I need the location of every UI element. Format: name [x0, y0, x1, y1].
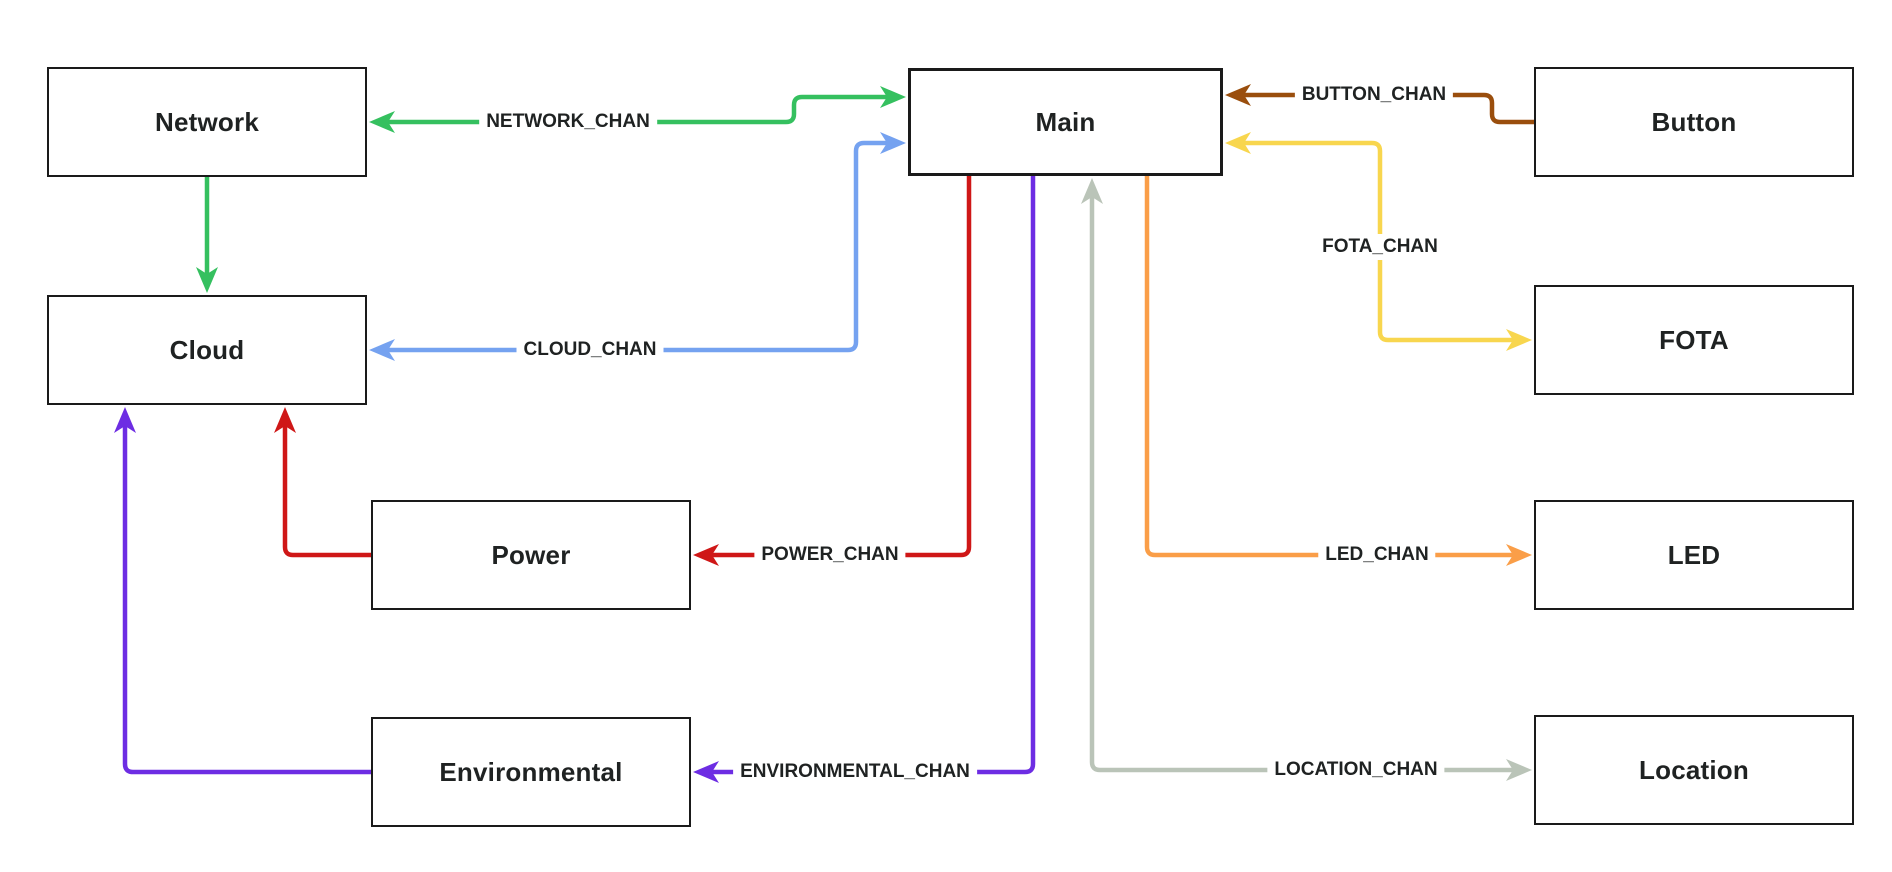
edge-power-chan-line [709, 176, 972, 558]
edge-network-to-cloud [196, 177, 218, 293]
edge-power-to-cloud [274, 407, 371, 558]
arrowhead-into-cloud-from-environmental [114, 407, 136, 433]
node-network-label: Network [155, 106, 259, 137]
node-cloud-label: Cloud [169, 334, 245, 365]
arrowhead-into-main-from-fota [1225, 132, 1251, 154]
node-led-label: LED [1667, 539, 1721, 570]
node-led: LED [1534, 500, 1854, 610]
edge-button-chan-line [1241, 92, 1534, 125]
edge-network-chan [369, 86, 906, 133]
edge-led-chan-line [1144, 176, 1516, 558]
node-location-label: Location [1639, 754, 1749, 785]
edge-label-network-chan: NETWORK_CHAN [479, 109, 657, 135]
edge-environmental-to-cloud [114, 407, 371, 775]
edge-label-power-chan: POWER_CHAN [754, 542, 906, 568]
edge-environmental-to-cloud-line [122, 423, 371, 775]
node-power-label: Power [491, 539, 571, 570]
arrowhead-into-location [1506, 759, 1532, 781]
node-location: Location [1534, 715, 1854, 825]
arrowhead-into-environmental [693, 761, 719, 783]
node-network: Network [47, 67, 367, 177]
edge-cloud-chan [369, 132, 906, 361]
arrowhead-into-fota [1506, 329, 1532, 351]
edge-label-location-chan: LOCATION_CHAN [1267, 757, 1445, 783]
edge-power-to-cloud-line [282, 423, 371, 558]
edge-button-chan [1225, 84, 1534, 125]
node-main-label: Main [1035, 106, 1096, 137]
edge-label-button-chan: BUTTON_CHAN [1294, 82, 1454, 108]
edge-label-environmental-chan: ENVIRONMENTAL_CHAN [733, 759, 977, 785]
arrowhead-into-cloud-from-main [369, 339, 395, 361]
edge-label-cloud-chan: CLOUD_CHAN [516, 337, 664, 363]
node-main: Main [908, 68, 1223, 176]
arrowhead-into-network [369, 111, 395, 133]
edge-location-chan [1081, 178, 1532, 781]
node-fota: FOTA [1534, 285, 1854, 395]
node-cloud: Cloud [47, 295, 367, 405]
node-environmental: Environmental [371, 717, 691, 827]
edge-environmental-chan [693, 176, 1036, 783]
edge-label-fota-chan: FOTA_CHAN [1315, 234, 1445, 260]
arrowhead-into-main-from-location [1081, 178, 1103, 204]
edge-power-chan [693, 176, 972, 566]
arrowhead-into-main-from-network [880, 86, 906, 108]
edge-cloud-chan-line [385, 140, 890, 353]
node-button-label: Button [1651, 106, 1737, 137]
edge-environmental-chan-line [709, 176, 1036, 775]
node-environmental-label: Environmental [439, 756, 623, 787]
edge-label-led-chan: LED_CHAN [1318, 542, 1436, 568]
edge-led-chan [1144, 176, 1532, 566]
node-button: Button [1534, 67, 1854, 177]
edge-location-chan-line [1089, 194, 1516, 773]
node-power: Power [371, 500, 691, 610]
arrowhead-into-main-from-cloud [880, 132, 906, 154]
arrowhead-into-main-from-button [1225, 84, 1251, 106]
arrowhead-into-cloud-from-network [196, 267, 218, 293]
arrowhead-into-cloud-from-power [274, 407, 296, 433]
arrowhead-into-power [693, 544, 719, 566]
arrowhead-into-led [1506, 544, 1532, 566]
node-fota-label: FOTA [1659, 324, 1729, 355]
edge-network-chan-line [385, 94, 890, 125]
